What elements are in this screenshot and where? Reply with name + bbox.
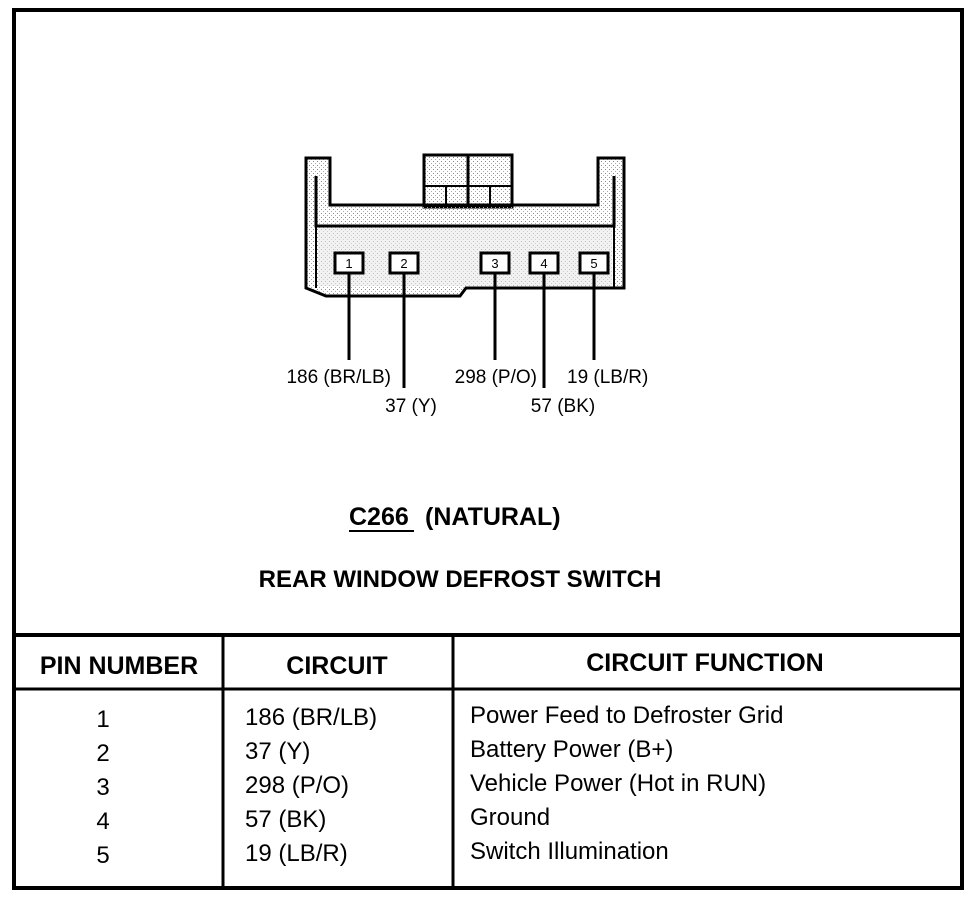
wire-label-4: 57 (BK) xyxy=(531,396,595,417)
row-3-function: Vehicle Power (Hot in RUN) xyxy=(470,770,766,797)
pin-3-number: 3 xyxy=(491,256,498,271)
header-circuit: CIRCUIT xyxy=(286,652,387,680)
connector-housing xyxy=(304,153,626,298)
pin-2: 2 xyxy=(388,251,420,275)
row-4-pin: 4 xyxy=(96,808,109,835)
row-4-function: Ground xyxy=(470,804,550,831)
pin-4-number: 4 xyxy=(540,256,547,271)
wire-label-3: 298 (P/O) xyxy=(455,367,537,388)
row-5-circuit: 19 (LB/R) xyxy=(245,840,348,867)
pin-4: 4 xyxy=(528,251,560,275)
pin-1: 1 xyxy=(333,251,365,275)
wire-label-2: 37 (Y) xyxy=(385,396,437,417)
row-3-circuit: 298 (P/O) xyxy=(245,772,349,799)
wire-label-5: 19 (LB/R) xyxy=(567,367,648,388)
row-3-pin: 3 xyxy=(96,774,109,801)
row-2-circuit: 37 (Y) xyxy=(245,738,310,765)
header-circuit-function: CIRCUIT FUNCTION xyxy=(586,649,823,677)
pin-5: 5 xyxy=(578,251,610,275)
row-2-pin: 2 xyxy=(96,740,109,767)
pin-1-number: 1 xyxy=(345,256,352,271)
header-pin-number: PIN NUMBER xyxy=(40,652,198,680)
component-title: REAR WINDOW DEFROST SWITCH xyxy=(259,566,662,593)
connector-id: C266 xyxy=(349,503,409,531)
row-5-pin: 5 xyxy=(96,842,109,869)
pin-table xyxy=(12,633,960,886)
pin-5-number: 5 xyxy=(590,256,597,271)
row-1-pin: 1 xyxy=(96,706,109,733)
row-4-circuit: 57 (BK) xyxy=(245,806,326,833)
pin-3: 3 xyxy=(479,251,511,275)
row-1-circuit: 186 (BR/LB) xyxy=(245,704,377,731)
row-5-function: Switch Illumination xyxy=(470,838,669,865)
wire-label-1: 186 (BR/LB) xyxy=(286,367,391,388)
row-1-function: Power Feed to Defroster Grid xyxy=(470,702,783,729)
row-2-function: Battery Power (B+) xyxy=(470,736,673,763)
connector-color-note: (NATURAL) xyxy=(425,503,561,531)
pin-2-number: 2 xyxy=(400,256,407,271)
diagram-frame xyxy=(12,8,964,890)
